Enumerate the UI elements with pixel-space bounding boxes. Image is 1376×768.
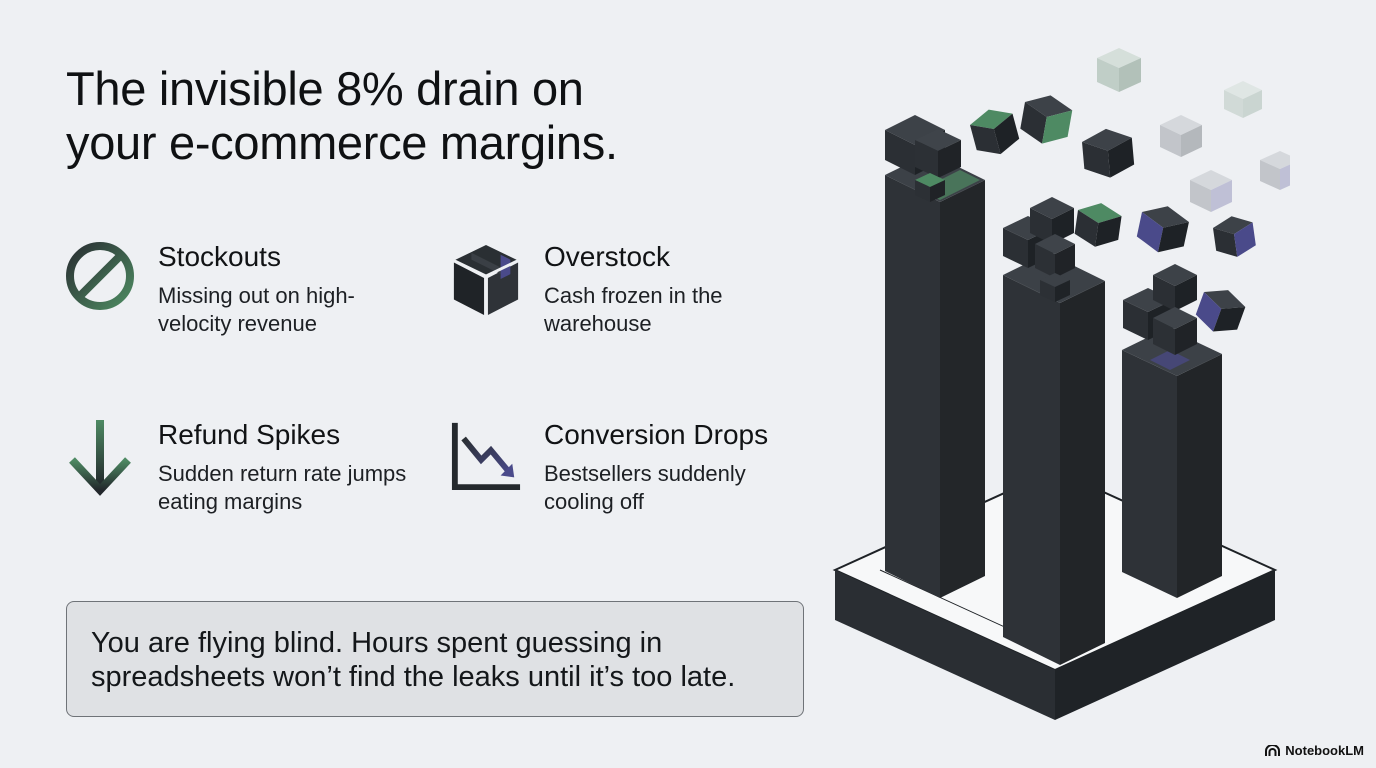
isometric-pillars-illustration xyxy=(832,48,1290,720)
pillar-middle xyxy=(1003,253,1105,665)
feature-description: Missing out on high-velocity revenue xyxy=(158,283,355,336)
trend-down-chart-icon xyxy=(450,418,522,498)
arrow-down-icon xyxy=(64,418,136,498)
feature-title: Stockouts xyxy=(158,241,281,272)
feature-refund-spikes: Refund Spikes Sudden return rate jumps e… xyxy=(64,418,408,516)
callout-text: You are flying blind. Hours spent guessi… xyxy=(91,627,736,693)
prohibited-icon xyxy=(64,240,136,320)
box-icon xyxy=(450,240,522,320)
notebooklm-logo-icon xyxy=(1265,744,1281,756)
flying-cubes xyxy=(970,48,1290,332)
pillar-tall xyxy=(885,153,985,598)
brand-watermark: NotebookLM xyxy=(1265,743,1364,758)
feature-conversion-drops: Conversion Drops Bestsellers suddenly co… xyxy=(450,418,794,516)
cube-cluster-3 xyxy=(1123,264,1197,355)
headline: The invisible 8% drain on your e-commerc… xyxy=(66,62,618,170)
feature-title: Overstock xyxy=(544,241,671,272)
cube-cluster-2 xyxy=(1003,197,1075,302)
feature-overstock: Overstock Cash frozen in the warehouse xyxy=(450,240,794,338)
callout-box: You are flying blind. Hours spent guessi… xyxy=(66,601,804,717)
feature-stockouts: Stockouts Missing out on high-velocity r… xyxy=(64,240,408,338)
feature-title: Conversion Drops xyxy=(544,419,769,450)
headline-line-2: your e-commerce margins. xyxy=(66,116,618,169)
headline-line-1: The invisible 8% drain on xyxy=(66,62,584,115)
feature-description: Sudden return rate jumps eating margins xyxy=(158,461,407,514)
feature-title: Refund Spikes xyxy=(158,419,341,450)
feature-description: Bestsellers suddenly cooling off xyxy=(544,461,746,514)
cube-cluster-1 xyxy=(885,115,961,202)
brand-name: NotebookLM xyxy=(1285,743,1364,758)
feature-description: Cash frozen in the warehouse xyxy=(544,283,723,336)
pillar-short xyxy=(1122,328,1222,598)
